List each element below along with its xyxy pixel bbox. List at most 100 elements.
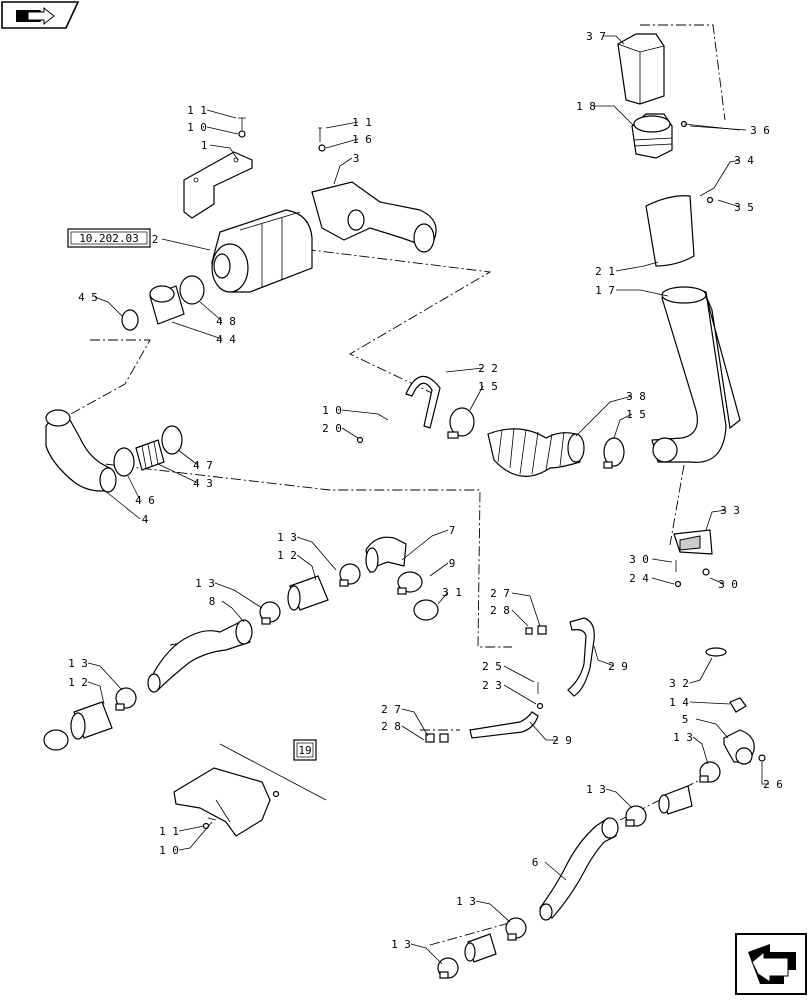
callout-46[interactable]: 4 6 (135, 494, 155, 507)
part-32-gasket[interactable] (705, 647, 727, 657)
book-arrow-icon[interactable] (1, 1, 80, 29)
part-33-bracket[interactable] (673, 529, 713, 555)
callout-28[interactable]: 2 8 (490, 604, 510, 617)
callout-34[interactable]: 3 4 (734, 154, 754, 167)
part-3-duct[interactable] (311, 181, 437, 253)
callout-37[interactable]: 3 7 (586, 30, 606, 43)
part-18-cap[interactable] (631, 113, 673, 159)
part-31-ring[interactable] (413, 599, 439, 621)
callout-21[interactable]: 2 1 (595, 265, 615, 278)
part-12-hose-bottom[interactable] (464, 933, 497, 963)
callout-33[interactable]: 3 3 (720, 504, 740, 517)
part-27-28-fitting-lower[interactable] (425, 733, 449, 743)
part-13-clamp-bottom[interactable] (505, 917, 527, 941)
part-37-cap[interactable] (617, 33, 665, 105)
callout-12[interactable]: 1 2 (277, 549, 297, 562)
callout-32[interactable]: 3 2 (669, 677, 689, 690)
callout-44[interactable]: 4 4 (216, 333, 236, 346)
part-15-clamp-a[interactable] (447, 407, 475, 439)
callout-29[interactable]: 2 9 (608, 660, 628, 673)
callout-36[interactable]: 3 6 (750, 124, 770, 137)
part-5-elbow[interactable] (723, 729, 766, 765)
part-13-clamp-mid[interactable] (259, 601, 281, 625)
part-9-clamp[interactable] (397, 571, 423, 595)
part-45-clamp[interactable] (121, 309, 139, 331)
callout-28[interactable]: 2 8 (381, 720, 401, 733)
part-48-clamp[interactable] (179, 275, 205, 305)
part-43-hose[interactable] (135, 439, 165, 471)
callout-38[interactable]: 3 8 (626, 390, 646, 403)
callout-35[interactable]: 3 5 (734, 201, 754, 214)
callout-13[interactable]: 1 3 (391, 938, 411, 951)
callout-11[interactable]: 1 1 (159, 825, 179, 838)
callout-13[interactable]: 1 3 (673, 731, 693, 744)
part-19-shield[interactable] (173, 743, 327, 837)
part-38-hose[interactable] (487, 427, 585, 477)
callout-13[interactable]: 1 3 (277, 531, 297, 544)
callout-22[interactable]: 2 2 (478, 362, 498, 375)
callout-45[interactable]: 4 5 (78, 291, 98, 304)
callout-48[interactable]: 4 8 (216, 315, 236, 328)
part-44-hose[interactable] (149, 285, 185, 325)
part-2-air-cleaner[interactable] (211, 209, 313, 293)
part-17-pipe[interactable] (651, 286, 741, 463)
callout-30[interactable]: 3 0 (718, 578, 738, 591)
callout-13[interactable]: 1 3 (456, 895, 476, 908)
next-page-arrow-icon[interactable] (735, 933, 807, 995)
callout-7[interactable]: 7 (449, 524, 456, 537)
callout-5[interactable]: 5 (682, 713, 689, 726)
part-13-clamp-lower[interactable] (115, 687, 137, 711)
callout-10[interactable]: 1 0 (187, 121, 207, 134)
part-12-hose-right[interactable] (658, 785, 693, 815)
callout-11[interactable]: 1 1 (352, 116, 372, 129)
part-22-ubolt[interactable] (405, 375, 441, 429)
callout-13[interactable]: 1 3 (68, 657, 88, 670)
callout-18[interactable]: 1 8 (576, 100, 596, 113)
callout-20[interactable]: 2 0 (322, 422, 342, 435)
part-4-elbow[interactable] (45, 409, 117, 493)
callout-11[interactable]: 1 1 (187, 104, 207, 117)
part-6-pipe[interactable] (539, 817, 619, 921)
part-12-hose-lower[interactable] (70, 701, 113, 740)
part-13-clamp-right[interactable] (699, 761, 721, 783)
part-13-clamp-mid-right[interactable] (625, 805, 647, 827)
part-13-clamp-bottom-left[interactable] (437, 957, 459, 979)
callout-14[interactable]: 1 4 (669, 696, 689, 709)
part-29-tube-lower[interactable] (469, 711, 539, 739)
part-14-fitting[interactable] (729, 697, 747, 713)
part-13-clamp-upper[interactable] (339, 563, 361, 587)
callout-10[interactable]: 1 0 (322, 404, 342, 417)
part-8-pipe[interactable] (147, 619, 253, 693)
callout-12[interactable]: 1 2 (68, 676, 88, 689)
part-clamp-spare[interactable] (43, 729, 69, 751)
callout-1[interactable]: 1 (201, 139, 208, 152)
callout-31[interactable]: 3 1 (442, 586, 462, 599)
callout-6[interactable]: 6 (532, 856, 539, 869)
part-1-bracket[interactable] (183, 151, 253, 219)
part-47-clamp[interactable] (161, 425, 183, 455)
callout-10[interactable]: 1 0 (159, 844, 179, 857)
part-46-clamp[interactable] (113, 447, 135, 477)
part-7-elbow[interactable] (365, 536, 407, 574)
callout-43[interactable]: 4 3 (193, 477, 213, 490)
callout-15[interactable]: 1 5 (478, 380, 498, 393)
callout-23[interactable]: 2 3 (482, 679, 502, 692)
callout-27[interactable]: 2 7 (381, 703, 401, 716)
callout-2[interactable]: 2 (152, 233, 159, 246)
callout-30[interactable]: 3 0 (629, 553, 649, 566)
callout-8[interactable]: 8 (209, 595, 216, 608)
reference-box-10-202-03[interactable]: 10.202.03 (67, 228, 151, 248)
callout-27[interactable]: 2 7 (490, 587, 510, 600)
callout-47[interactable]: 4 7 (193, 459, 213, 472)
callout-24[interactable]: 2 4 (629, 572, 649, 585)
part-27-28-fitting-upper[interactable] (525, 625, 547, 635)
part-12-hose-upper[interactable] (287, 575, 329, 611)
reference-box-19[interactable]: 19 (293, 739, 317, 761)
callout-16[interactable]: 1 6 (352, 133, 372, 146)
callout-25[interactable]: 2 5 (482, 660, 502, 673)
part-21-shield[interactable] (645, 195, 695, 267)
part-15-clamp-b[interactable] (603, 437, 625, 469)
callout-29[interactable]: 2 9 (552, 734, 572, 747)
callout-3[interactable]: 3 (353, 152, 360, 165)
callout-9[interactable]: 9 (449, 557, 456, 570)
